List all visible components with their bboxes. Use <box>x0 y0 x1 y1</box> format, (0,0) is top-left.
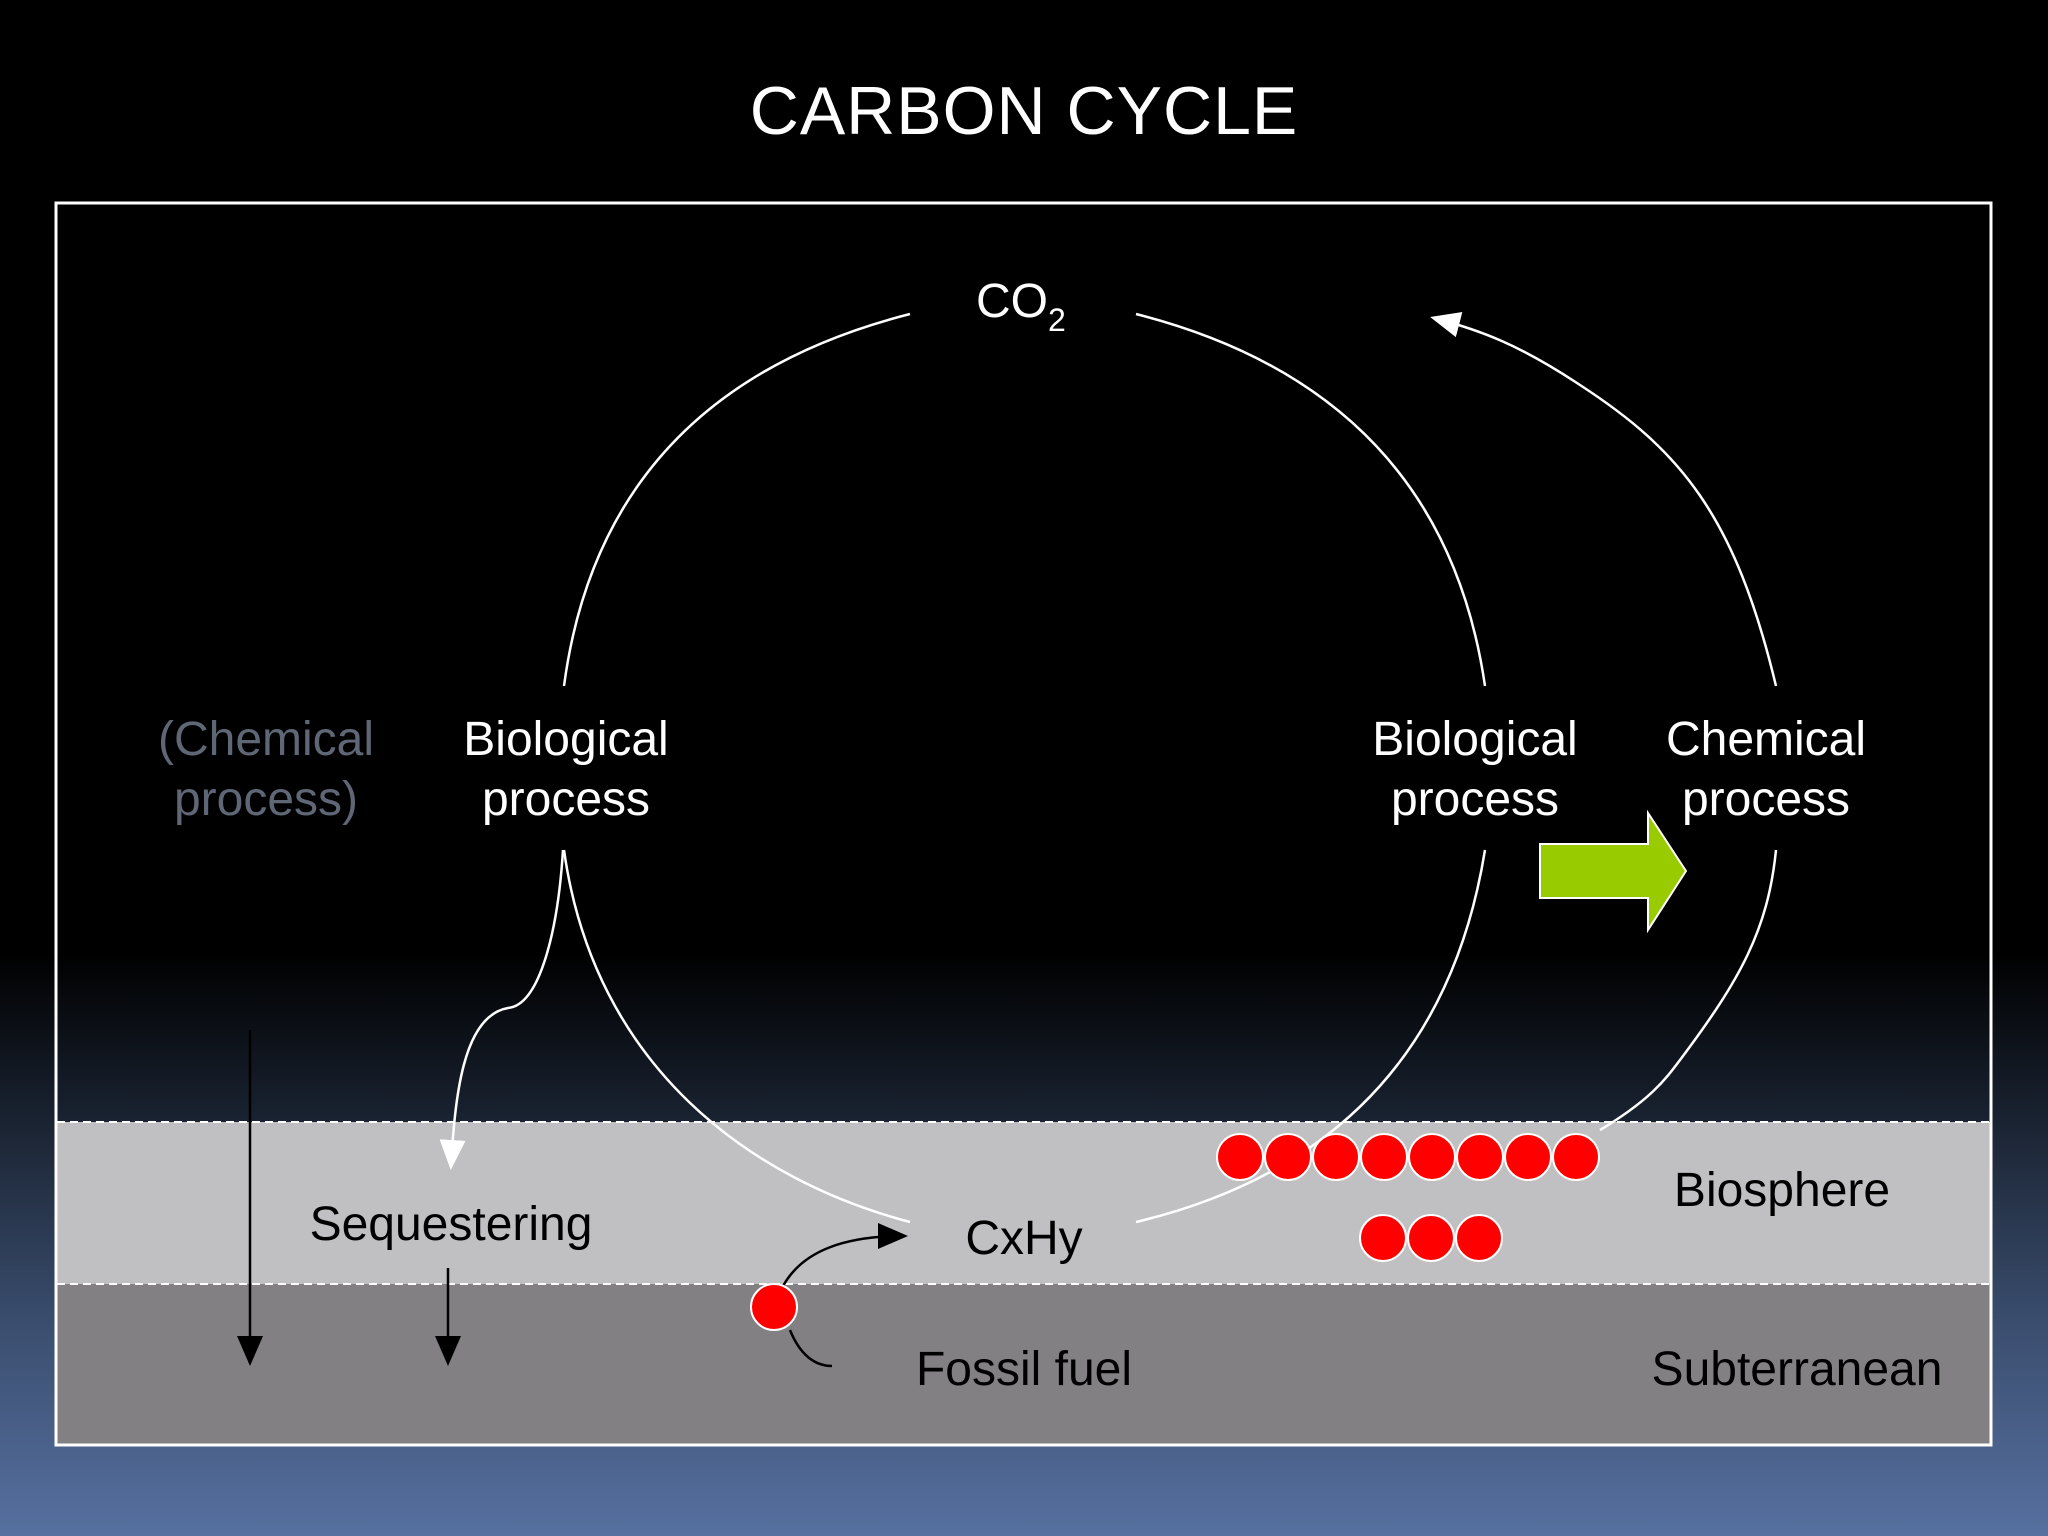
right-chemical-label-line1: Chemical <box>1666 713 1866 766</box>
arc-biological-to-sequestering <box>439 849 565 1170</box>
fossil-to-cxhy-arrow <box>778 1223 908 1293</box>
molecule-circle <box>1552 1133 1600 1181</box>
left-chemical-label-line2: process) <box>174 773 358 826</box>
cxhy-label: CxHy <box>965 1212 1082 1265</box>
left-biological-label-line1: Biological <box>463 713 668 766</box>
arc-left-biological-to-cxhy <box>562 849 911 1224</box>
biosphere-band <box>57 1122 1990 1284</box>
co2-label: CO2 <box>976 275 1066 338</box>
molecule-circle <box>1360 1133 1408 1181</box>
sequestering-label: Sequestering <box>310 1198 593 1251</box>
co2-subscript: 2 <box>1048 302 1066 338</box>
molecule-circle <box>1456 1133 1504 1181</box>
fossil-tail-curve <box>788 1329 833 1368</box>
co2-main: CO <box>976 275 1048 328</box>
molecule-circle <box>1312 1133 1360 1181</box>
right-biological-label-line2: process <box>1391 773 1559 826</box>
arc-co2-to-right-biological <box>1135 312 1487 687</box>
arc-cxhy-to-right-biological <box>1135 849 1487 1224</box>
fossil-fuel-label: Fossil fuel <box>916 1343 1132 1396</box>
subterranean-band <box>57 1284 1990 1444</box>
fossil-molecule <box>750 1283 798 1331</box>
molecules-bottom-row <box>1359 1214 1503 1262</box>
right-biological-label-line1: Biological <box>1372 713 1577 766</box>
arc-biosphere-to-right-chemical <box>1599 849 1778 1132</box>
slide-title: CARBON CYCLE <box>749 73 1299 149</box>
molecule-circle <box>1264 1133 1312 1181</box>
arc-co2-to-left-biological <box>562 312 911 687</box>
molecule-circle <box>1455 1214 1503 1262</box>
subterranean-label: Subterranean <box>1652 1343 1943 1396</box>
molecule-circle <box>1407 1214 1455 1262</box>
left-biological-label-line2: process <box>482 773 650 826</box>
molecule-circle <box>1216 1133 1264 1181</box>
molecule-circle <box>1504 1133 1552 1181</box>
molecules-top-row <box>1216 1133 1600 1181</box>
diagram-frame <box>54 201 1993 1447</box>
molecule-circle <box>1359 1214 1407 1262</box>
molecule-circle <box>1408 1133 1456 1181</box>
right-chemical-label-line2: process <box>1682 773 1850 826</box>
green-transition-arrow <box>1539 809 1688 934</box>
biosphere-label: Biosphere <box>1674 1164 1890 1217</box>
arc-right-chemical-to-co2 <box>1430 311 1778 687</box>
left-chemical-label-line1: (Chemical <box>158 713 374 766</box>
